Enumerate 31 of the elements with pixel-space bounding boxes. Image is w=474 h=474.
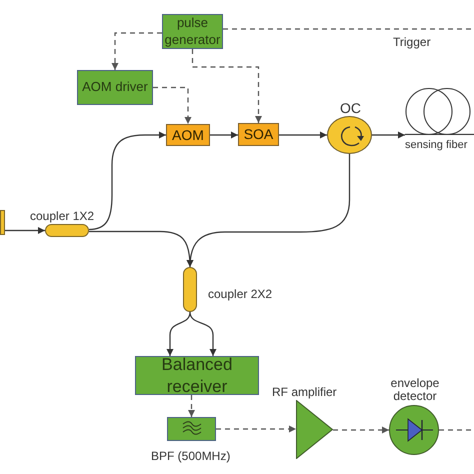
dashed-arrow [216,426,296,432]
component-label: OC [340,100,361,116]
component-box [77,70,153,105]
dashed-arrow [153,86,192,124]
fiber-arrow [186,154,350,268]
box-label: Balanced receiver [160,354,234,397]
dashed-arrow [188,395,195,417]
fiber-arrow [279,132,327,138]
component-box [135,356,259,395]
component-label: envelope detector [390,376,440,403]
fiber-arrow [166,312,191,356]
box-label: SOA [244,125,274,144]
component-label: sensing fiber [405,139,468,151]
box-label: AOM [172,126,204,144]
component-label: coupler 2X2 [208,287,272,301]
box-label: pulse generator [164,15,222,48]
box-label: AOM driver [82,79,148,96]
fiber-arrow [372,132,405,138]
dashed-arrow [192,49,262,123]
component-box [238,123,279,146]
component-label: RF amplifier [272,385,337,399]
fiber-arrow [5,227,45,234]
component-label: coupler 1X2 [30,209,94,223]
dashed-arrow [112,32,162,70]
fiber-arrow [88,132,166,230]
dashed-arrow [333,426,389,434]
component-label: BPF (500MHz) [151,449,230,463]
component-box [166,124,210,146]
light-source-box [0,210,5,235]
fiber-arrow [210,132,238,138]
fiber-arrow [189,312,216,356]
